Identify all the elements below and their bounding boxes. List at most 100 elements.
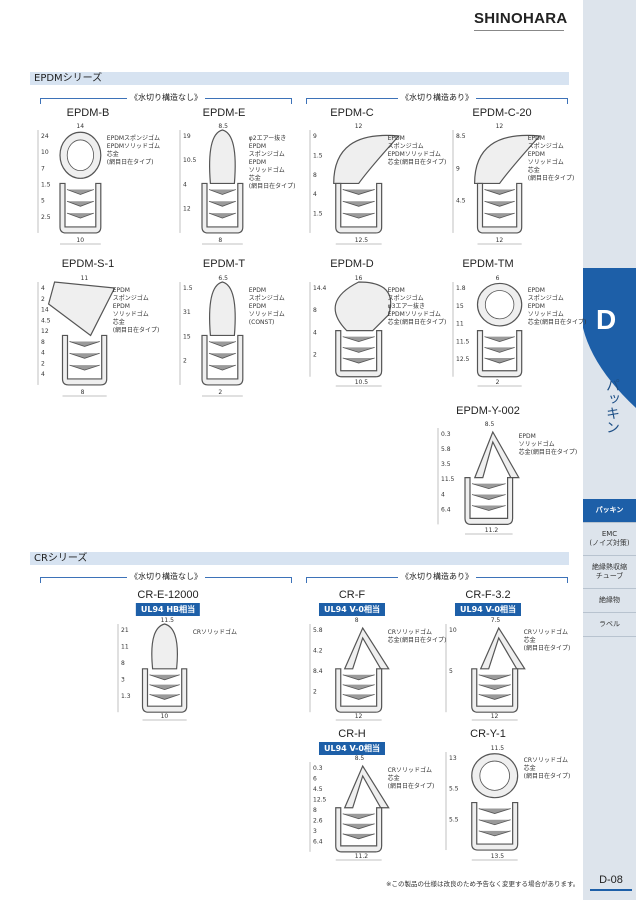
dimension-value: 10 (76, 237, 84, 244)
core-chevron (208, 200, 236, 207)
dimension-value: 2 (41, 360, 45, 367)
diagram-cr-h: 8.50.364.512.582.636.411.2CRソリッドゴム芯金(網目日… (309, 755, 434, 861)
dimension-value: 3 (313, 828, 317, 835)
core-chevron (478, 684, 511, 691)
material-callout: EPDMソリッドゴム (107, 142, 160, 150)
core-chevron (342, 189, 375, 195)
core-chevron (342, 833, 375, 840)
brand-logo: SHINOHARA (474, 10, 568, 27)
dimension-value: 12 (496, 123, 504, 130)
product-name: EPDM-B (66, 107, 110, 119)
clip-body (141, 668, 188, 713)
product-name: CR-F (338, 589, 366, 601)
dimension-value: 10.5 (355, 379, 369, 386)
product-name: CR-E-12000 (137, 589, 199, 601)
dimension-value: 7.5 (491, 617, 501, 624)
dimension-value: 24 (41, 133, 49, 140)
core-chevron (342, 212, 375, 219)
material-callout: 芯金 (113, 318, 125, 326)
sidebar-tab-shape (583, 268, 636, 408)
material-callout: スポンジゴム (528, 142, 564, 150)
core-chevron (66, 200, 94, 207)
clip-body (335, 668, 383, 713)
core-chevron (149, 694, 180, 700)
core-chevron (342, 200, 375, 207)
material-callout: 芯金(網目日在タイプ) (528, 318, 587, 326)
material-callout: 芯金(網目日在タイプ) (388, 636, 447, 644)
dimension-value: 9 (456, 165, 460, 172)
core-chevron (342, 684, 375, 691)
material-callout: EPDMソリッドゴム (388, 310, 441, 318)
dimension-value: 5 (449, 668, 453, 675)
dimension-value: 2.6 (313, 817, 323, 824)
ul-rating-badge: UL94 V-0相当 (318, 603, 386, 616)
dimension-value: 6 (313, 775, 317, 782)
core-chevron (342, 694, 375, 700)
dimension-value: 2 (313, 352, 317, 359)
material-callout: ソリッドゴム (249, 166, 285, 174)
dimension-value: 0.3 (441, 431, 451, 438)
sidebar-item-emc[interactable]: EMC (ノイズ対策) (583, 523, 636, 556)
sidebar-item-packing[interactable]: パッキン (583, 499, 636, 523)
sidebar-item-insulator[interactable]: 絶縁物 (583, 589, 636, 613)
sponge-d-ring (334, 281, 392, 332)
material-callout: (網目日在タイプ) (107, 158, 154, 166)
clip-body (476, 330, 523, 378)
dimension-value: 14 (41, 307, 49, 314)
dimension-value: 12.5 (456, 356, 470, 363)
dimension-value: 7 (41, 165, 45, 172)
clip-body (476, 182, 523, 234)
bulb-hollow (479, 760, 510, 791)
material-callout: スポンジゴム (113, 294, 149, 302)
core-chevron (484, 212, 515, 219)
material-callout: ソリッドゴム (519, 440, 555, 448)
material-callout: EPDM (113, 287, 130, 294)
material-callout: (網目日在タイプ) (524, 772, 571, 780)
dimension-value: 5.5 (449, 786, 459, 793)
dimension-value: 11 (81, 275, 89, 282)
product-name: CR-Y-1 (470, 728, 506, 740)
core-chevron (342, 674, 375, 681)
material-callout: ソリッドゴム (113, 310, 149, 318)
clip-body (335, 807, 383, 853)
dimension-value: 4.5 (456, 198, 466, 205)
material-callout: EPDM (528, 151, 545, 158)
section-bar-cr: CRシリーズ (30, 552, 569, 565)
dimension-value: 11.2 (355, 853, 369, 860)
diagram-epdm-c: 1291.5841.512.5EPDMスポンジゴムEPDMソリッドゴム芯金(網目… (309, 123, 446, 245)
clip-body (335, 182, 383, 234)
product-name: EPDM-C (330, 107, 374, 119)
dimension-value: 5.8 (441, 446, 451, 453)
dimension-value: 1.5 (183, 285, 193, 292)
dimension-value: 6.4 (441, 506, 451, 513)
material-callout: スポンジゴム (388, 294, 424, 302)
material-callout: EPDM (249, 159, 266, 166)
group-header-no-drain: 《水切り構造なし》 (40, 571, 292, 588)
dimension-value: 4 (313, 329, 317, 336)
right-sidebar (583, 0, 636, 900)
sidebar-category-letter: D (596, 304, 617, 335)
sidebar-item-heat-shrink[interactable]: 絶縁熱収縮 チューブ (583, 556, 636, 589)
dimension-value: 10 (449, 627, 457, 634)
core-chevron (478, 808, 511, 814)
material-callout: 芯金 (524, 636, 536, 644)
dimension-value: 12 (355, 123, 363, 130)
diagram-epdm-y-002: 8.50.35.83.511.546.411.2EPDMソリッドゴム芯金(網目日… (437, 421, 577, 535)
dimension-value: 6.5 (218, 275, 228, 282)
core-chevron (471, 494, 506, 500)
dimension-value: 9 (313, 133, 317, 140)
material-callout: ソリッドゴム (528, 158, 564, 166)
clip-body (201, 182, 244, 234)
sidebar-item-label[interactable]: ラベル (583, 613, 636, 637)
product-name: CR-F-3.2 (465, 589, 511, 601)
dimension-value: 12 (355, 713, 363, 720)
dimension-value: 1.5 (313, 152, 323, 159)
lip-flap (473, 430, 520, 479)
dimension-value: 8 (81, 389, 85, 396)
lip-flap (343, 626, 390, 670)
dimension-value: 12.5 (313, 796, 327, 803)
group-label: 《水切り構造あり》 (398, 92, 476, 103)
page-number-underline (590, 889, 632, 891)
